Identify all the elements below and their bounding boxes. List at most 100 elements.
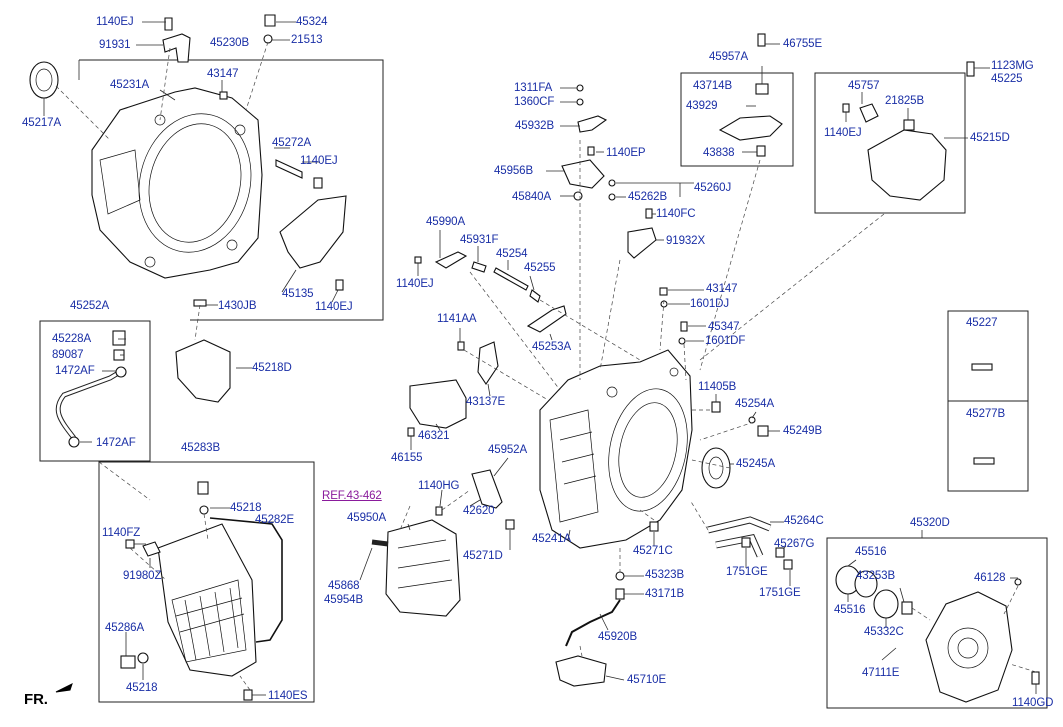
part-label-45218-20: 45218 (230, 502, 262, 514)
clamp-1472af-top (115, 366, 127, 378)
oil-pan-group-frame (98, 461, 315, 703)
part-label-45868-77: 45868 (328, 580, 360, 592)
oil-pan-45283b (157, 523, 257, 677)
bracket-91932x (627, 227, 657, 259)
part-label-45228a-14: 45228A (52, 333, 92, 345)
part-label-46755e-28: 46755E (783, 38, 823, 50)
plug-45267g (775, 547, 785, 558)
part-label-45264c-73: 45264C (784, 515, 824, 527)
nut-43838 (756, 145, 766, 157)
nut-21825b (903, 119, 915, 131)
bolt-45227 (971, 363, 993, 371)
mount-group-frame (814, 72, 966, 214)
part-label-45920b-83: 45920B (598, 631, 638, 643)
part-label-45950a-71: 45950A (347, 512, 387, 524)
part-label-45990a-48: 45990A (426, 216, 466, 228)
part-label-45332c-89: 45332C (864, 626, 904, 638)
plug-45271d (505, 519, 515, 530)
part-label-43147-5: 43147 (207, 68, 239, 80)
part-label-45255-51: 45255 (524, 262, 556, 274)
part-label-45283b-19: 45283B (181, 442, 221, 454)
part-label-1140ej-0: 1140EJ (96, 16, 134, 28)
bolt-45277b (973, 457, 995, 465)
part-label-1140es-26: 1140ES (268, 690, 308, 702)
part-label-43137e-60: 43137E (466, 396, 506, 408)
bracket-42620 (471, 469, 503, 509)
part-label-45957a-27: 45957A (709, 51, 749, 63)
part-label-1311fa-32: 1311FA (514, 82, 553, 94)
pipe-45868 (371, 539, 389, 547)
part-label-45516-85: 45516 (855, 546, 887, 558)
lever-45932b (577, 115, 608, 133)
sensor-45920b (565, 599, 621, 647)
part-label-1601df-58: 1601DF (705, 335, 746, 347)
part-label-1360cf-33: 1360CF (514, 96, 555, 108)
part-label-1140ej-11: 1140EJ (315, 301, 353, 313)
plug-45286a (120, 655, 136, 669)
part-label-45347-57: 45347 (708, 321, 740, 333)
part-label-11405b-61: 11405B (698, 381, 737, 393)
plug-45347 (680, 321, 688, 332)
spring-45255 (529, 289, 541, 303)
part-label-45245a-68: 45245A (736, 458, 776, 470)
part-label-45931f-49: 45931F (460, 234, 499, 246)
reference-label[interactable]: REF.43-462 (322, 490, 382, 502)
part-label-45323b-79: 45323B (645, 569, 685, 581)
washer-45218-low (137, 652, 149, 664)
part-label-89087-15: 89087 (52, 349, 84, 361)
washer-45262b (608, 193, 616, 201)
cover-45218d (175, 339, 231, 403)
oring-45516-inner (854, 570, 878, 598)
part-label-45252a-13: 45252A (70, 300, 110, 312)
part-label-43929-30: 43929 (686, 100, 718, 112)
tube-45272a (275, 159, 303, 179)
part-label-45218d-18: 45218D (252, 362, 292, 374)
bolt-1140hg (435, 506, 443, 516)
part-label-42620-70: 42620 (463, 505, 495, 517)
part-label-1141aa-56: 1141AA (437, 313, 477, 325)
part-label-45230b-3: 45230B (210, 37, 250, 49)
rod-45254 (493, 267, 529, 291)
part-label-43838-31: 43838 (703, 147, 735, 159)
plug-45324 (264, 14, 276, 27)
part-label-45225-47: 45225 (991, 73, 1023, 85)
detent-45253a (526, 305, 567, 333)
part-label-91980z-23: 91980Z (123, 570, 162, 582)
filter-46321 (409, 379, 467, 429)
part-label-46128-87: 46128 (974, 572, 1006, 584)
bolt-46755e (757, 33, 766, 47)
part-label-1140ep-35: 1140EP (606, 147, 646, 159)
part-label-1140ej-44: 1140EJ (824, 127, 862, 139)
part-label-91931-2: 91931 (99, 39, 131, 51)
part-label-1140gd-92: 1140GD (1012, 697, 1054, 709)
part-label-1601dj-54: 1601DJ (690, 298, 730, 310)
bracket-91931 (162, 33, 191, 63)
part-label-91932x-41: 91932X (666, 235, 706, 247)
bolt-1123mg (966, 61, 975, 77)
bracket-43137e (477, 341, 499, 385)
switch-45956b (561, 159, 605, 189)
part-label-45954b-78: 45954B (324, 594, 364, 606)
part-label-45277b-64: 45277B (966, 408, 1006, 420)
part-label-1430jb-12: 1430JB (218, 300, 257, 312)
heat-shield-45135 (279, 195, 347, 269)
part-label-1751ge-82: 1751GE (759, 587, 801, 599)
part-label-45952a-67: 45952A (488, 444, 528, 456)
bolt-1140ej-mid (313, 177, 323, 189)
clamp-1472af-bottom (68, 436, 80, 448)
part-label-1140ej-9: 1140EJ (300, 155, 338, 167)
converter-housing (91, 87, 263, 279)
part-label-45262b-39: 45262B (628, 191, 668, 203)
pin-1601df (678, 337, 686, 345)
bracket-43929 (718, 115, 783, 141)
oil-seal-45217a (29, 61, 59, 99)
part-label-45241a-72: 45241A (532, 533, 572, 545)
part-label-1123mg-46: 1123MG (991, 60, 1034, 72)
part-label-45249b-63: 45249B (783, 425, 823, 437)
part-label-1140fz-22: 1140FZ (102, 527, 141, 539)
part-label-45271d-74: 45271D (463, 550, 503, 562)
leader-lines (43, 21, 1037, 696)
part-label-45324-1: 45324 (296, 16, 328, 28)
